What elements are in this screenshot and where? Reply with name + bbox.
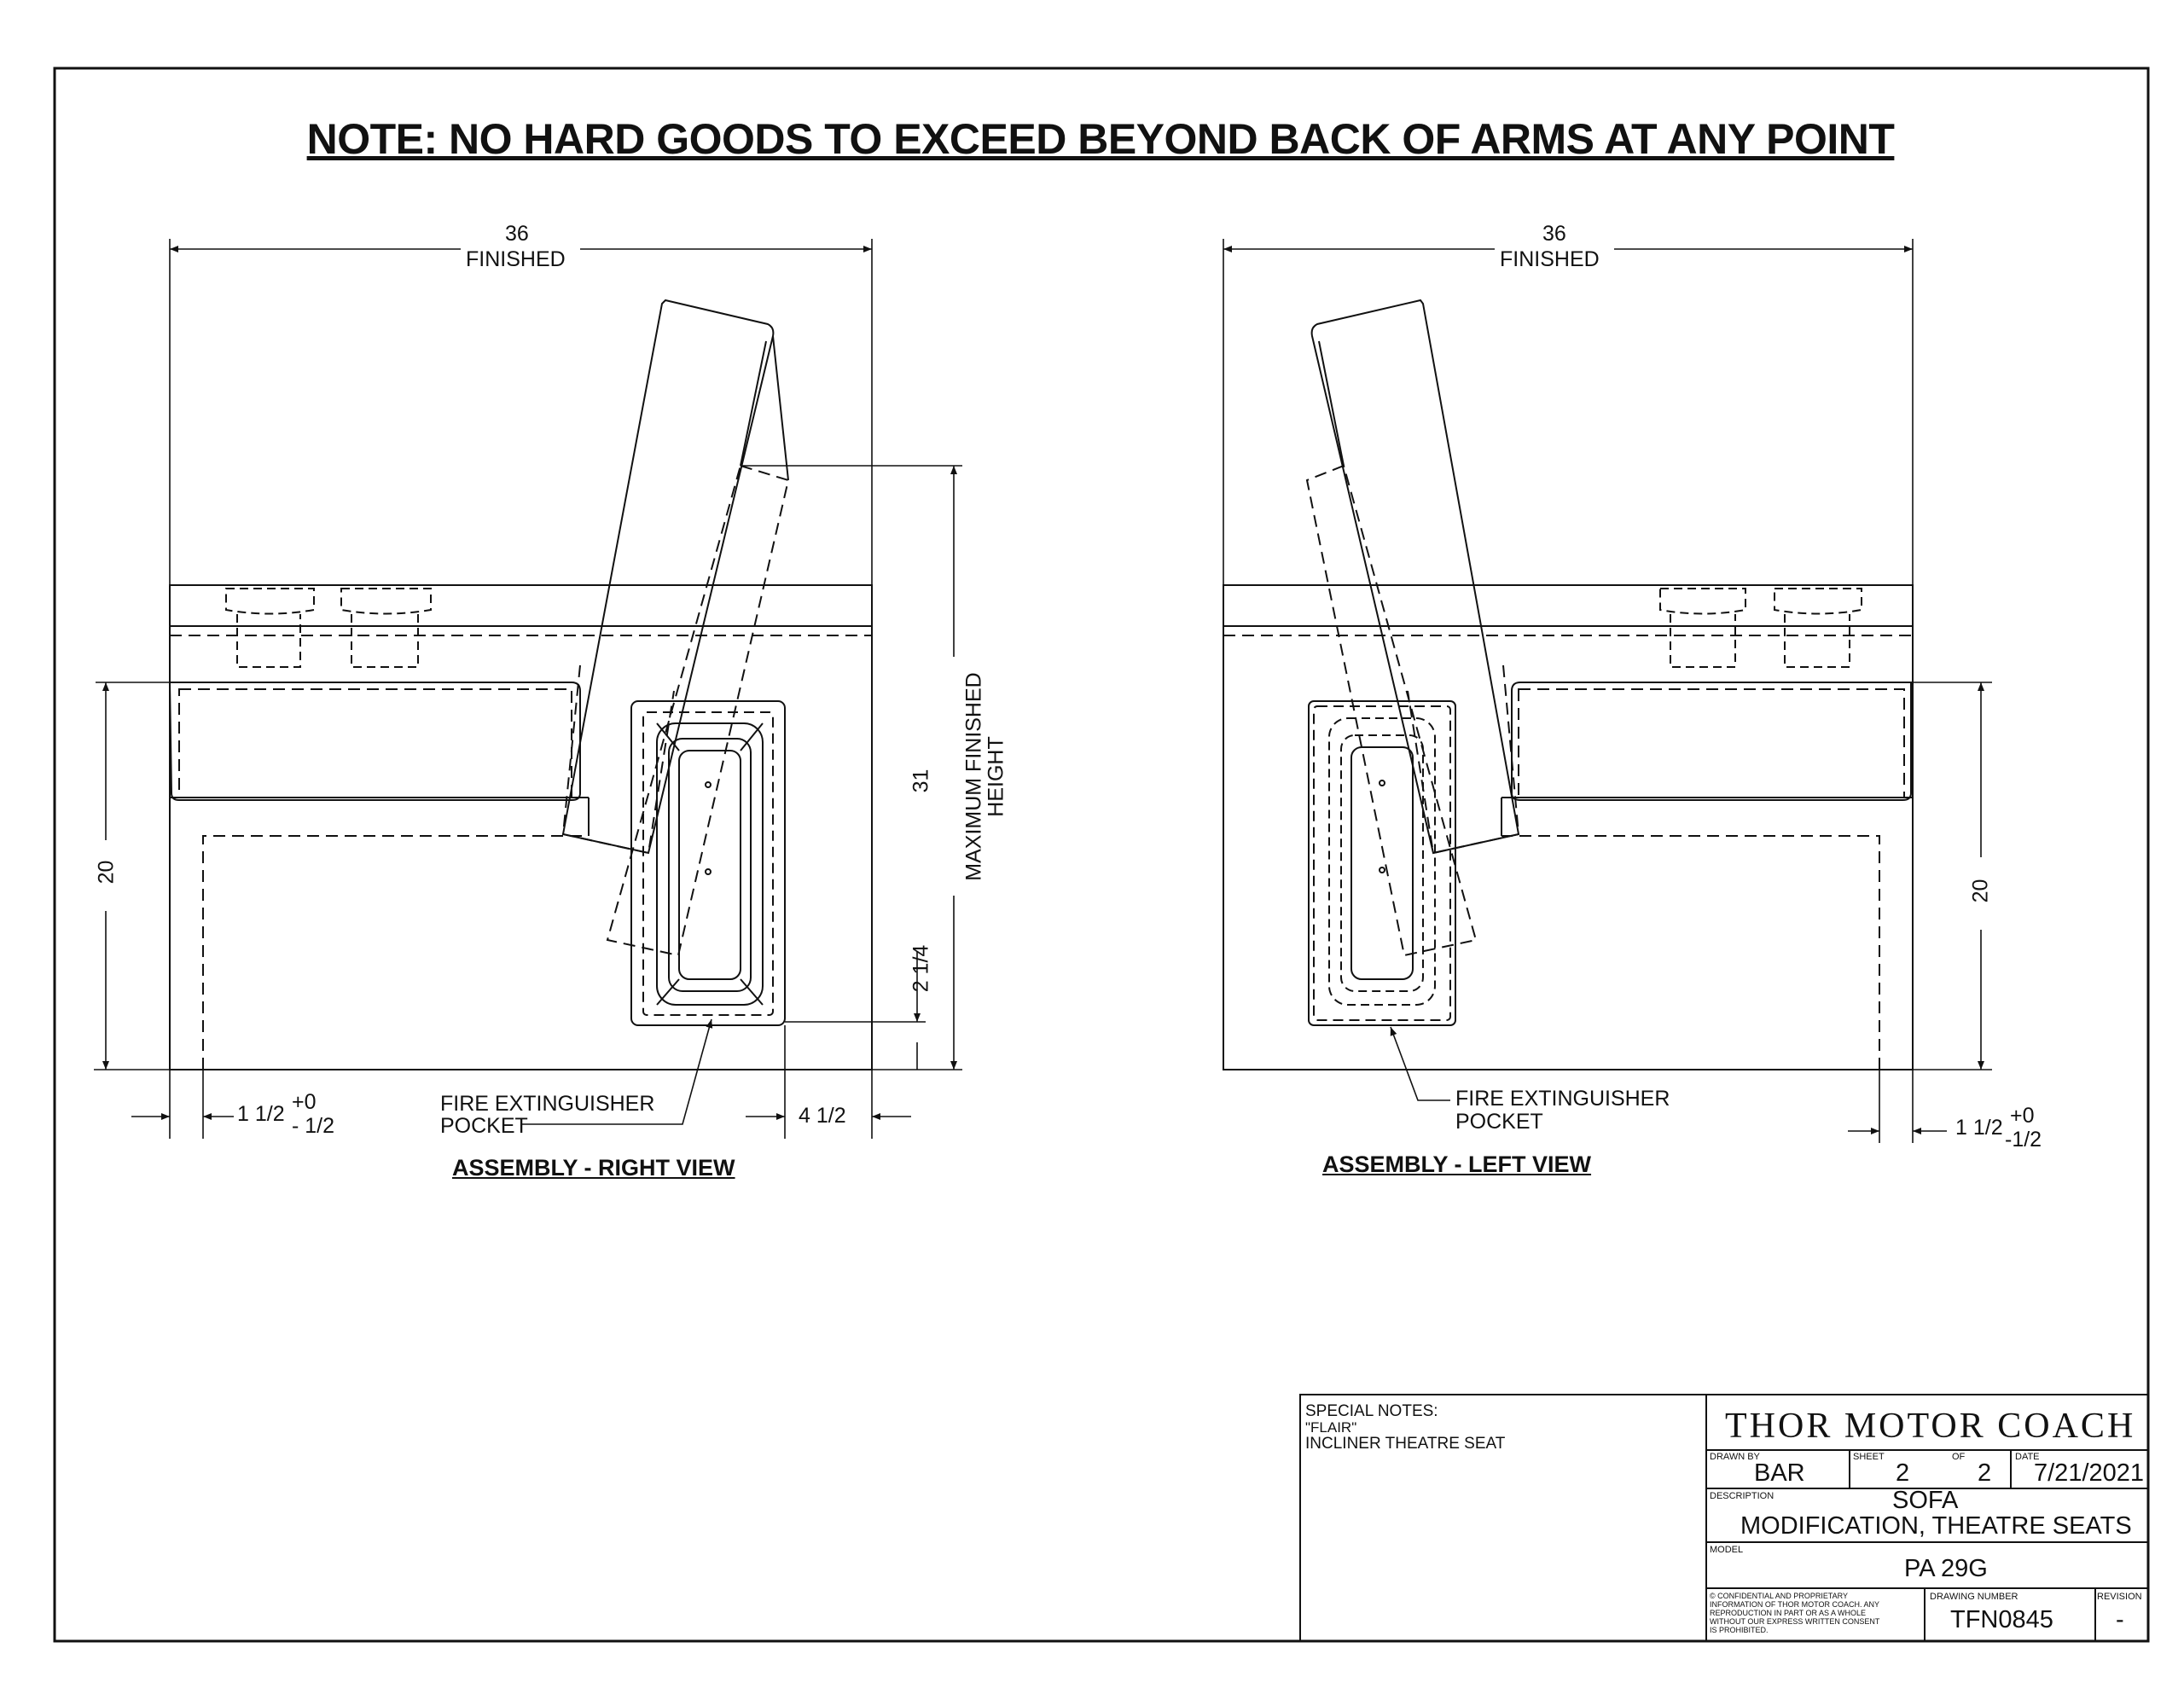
right-offset-plus: +0	[292, 1090, 317, 1114]
drawing-border	[53, 67, 2150, 1643]
page-title: NOTE: NO HARD GOODS TO EXCEED BEYOND BAC…	[306, 115, 1895, 163]
left-pocket-label-2: POCKET	[1455, 1110, 1543, 1134]
right-pocket-label-1: FIRE EXTINGUISHER	[440, 1092, 655, 1116]
sheet-label: SHEET	[1853, 1452, 1885, 1462]
special-notes-label: SPECIAL NOTES:	[1305, 1402, 1438, 1420]
title-block-frame	[1299, 1394, 2149, 1642]
of-label: OF	[1952, 1452, 1966, 1462]
right-pocket-offset: 4 1/2	[799, 1104, 846, 1128]
right-view-title: ASSEMBLY - RIGHT VIEW	[452, 1155, 735, 1181]
left-view-dimensions	[1223, 239, 1992, 1143]
date-value: 7/21/2021	[2034, 1459, 2145, 1487]
left-width-label: FINISHED	[1500, 247, 1600, 271]
left-pocket-label-1: FIRE EXTINGUISHER	[1455, 1087, 1670, 1111]
right-width-value: 36	[505, 222, 529, 246]
drawn-by-value: BAR	[1754, 1459, 1805, 1487]
left-offset-main: 1 1/2	[1955, 1116, 2003, 1140]
model-label: MODEL	[1710, 1545, 1744, 1555]
right-width-label: FINISHED	[466, 247, 566, 271]
left-view-title: ASSEMBLY - LEFT VIEW	[1322, 1152, 1592, 1177]
confidential-line4: WITHOUT OUR EXPRESS WRITTEN CONSENT	[1710, 1617, 1880, 1626]
right-offset-main: 1 1/2	[237, 1102, 285, 1126]
right-seat-height: 20	[94, 860, 119, 885]
right-pocket-bottom: 2 1/4	[909, 944, 933, 993]
revision-value: -	[2116, 1606, 2124, 1633]
drawing-number-value: TFN0845	[1950, 1606, 2053, 1633]
right-height-label-2: HEIGHT	[984, 736, 1008, 817]
drawing-number-label: DRAWING NUMBER	[1930, 1592, 2018, 1602]
drawn-by-label: DRAWN BY	[1710, 1452, 1760, 1462]
confidential-line1: © CONFIDENTIAL AND PROPRIETARY	[1710, 1592, 1848, 1600]
right-pocket-label-2: POCKET	[440, 1114, 528, 1138]
model-value: PA 29G	[1904, 1555, 1988, 1582]
sheet-value: 2	[1896, 1459, 1910, 1487]
right-view-drawing	[168, 299, 873, 1070]
left-width-value: 36	[1542, 222, 1566, 246]
confidential-line5: IS PROHIBITED.	[1710, 1626, 1769, 1634]
description-line2: MODIFICATION, THEATRE SEATS	[1740, 1512, 2132, 1540]
date-label: DATE	[2015, 1452, 2040, 1462]
right-view-dimensions	[94, 239, 962, 1139]
description-line1: SOFA	[1892, 1487, 1959, 1514]
description-label: DESCRIPTION	[1710, 1491, 1774, 1501]
special-notes-line2: INCLINER THEATRE SEAT	[1305, 1435, 1506, 1453]
left-offset-plus: +0	[2010, 1104, 2035, 1128]
right-offset-minus: - 1/2	[292, 1114, 335, 1138]
left-offset-minus: -1/2	[2005, 1128, 2042, 1152]
right-height-label-1: MAXIMUM FINISHED	[961, 672, 986, 881]
special-notes-line1: "FLAIR"	[1305, 1419, 1357, 1436]
left-seat-height: 20	[1968, 879, 1993, 903]
confidential-line3: REPRODUCTION IN PART OR AS A WHOLE	[1710, 1609, 1867, 1617]
right-height-value: 31	[909, 769, 933, 793]
of-value: 2	[1978, 1459, 1992, 1487]
left-view-drawing	[1223, 299, 1914, 1070]
company-name: THOR MOTOR COACH	[1725, 1407, 2136, 1446]
revision-label: REVISION	[2097, 1592, 2142, 1602]
confidential-line2: INFORMATION OF THOR MOTOR COACH. ANY	[1710, 1600, 1880, 1609]
